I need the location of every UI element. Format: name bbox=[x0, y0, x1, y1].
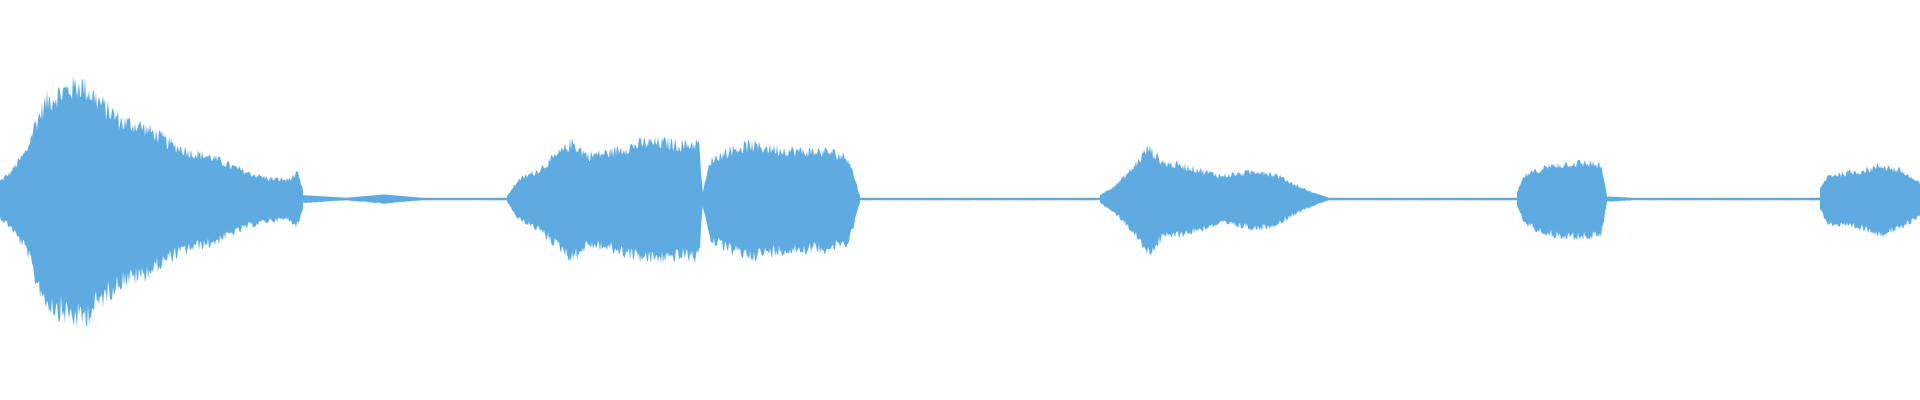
waveform-quiet-3 bbox=[1329, 197, 1517, 201]
waveform-segment-2 bbox=[507, 136, 703, 264]
waveform-quiet-2 bbox=[860, 197, 1100, 201]
waveform-segment-4 bbox=[1100, 144, 1329, 255]
waveform-quiet-1 bbox=[303, 194, 507, 204]
waveform-quiet-4 bbox=[1607, 196, 1820, 202]
waveform-segment-3 bbox=[703, 139, 860, 262]
waveform-segment-1 bbox=[0, 75, 303, 329]
waveform-segment-6 bbox=[1820, 163, 1920, 238]
waveform-segment-5 bbox=[1517, 159, 1607, 241]
